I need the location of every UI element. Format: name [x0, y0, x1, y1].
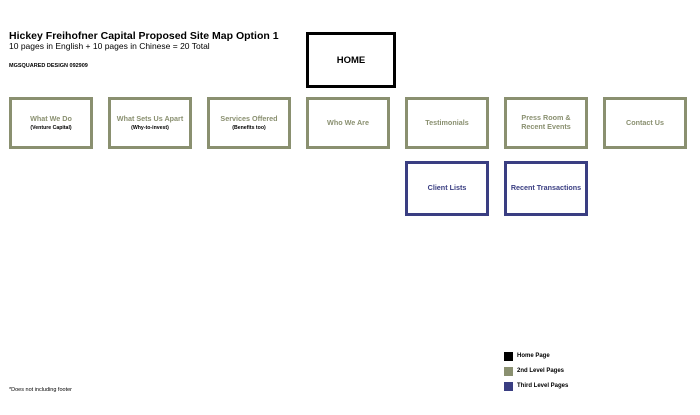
footnote: *Does not including footer	[9, 387, 72, 393]
page-box-title: Recent Transactions	[510, 183, 582, 193]
legend-label-level3: Third Level Pages	[517, 383, 569, 389]
page-box-title: What Sets Us Apart	[116, 114, 184, 124]
page-box-contact-us: Contact Us	[603, 97, 687, 149]
page-box-client-lists: Client Lists	[405, 161, 489, 216]
legend-swatch-level3	[504, 382, 513, 391]
page-box-services-offered: Services Offered (Benefits too)	[207, 97, 291, 149]
page-box-who-we-are: Who We Are	[306, 97, 390, 149]
home-page-box: HOME	[306, 32, 396, 88]
page-box-what-we-do: What We Do (Venture Capital)	[9, 97, 93, 149]
page-box-press-room: Press Room & Recent Events	[504, 97, 588, 149]
page-box-title: Services Offered	[220, 114, 278, 124]
page-box-title: Who We Are	[327, 117, 369, 127]
page-box-title: Contact Us	[626, 117, 664, 127]
page-box-what-sets-us-apart: What Sets Us Apart (Why-to-invest)	[108, 97, 192, 149]
page-box-testimonials: Testimonials	[405, 97, 489, 149]
page-box-recent-transactions: Recent Transactions	[504, 161, 588, 216]
legend-label-level2: 2nd Level Pages	[517, 368, 565, 374]
design-credit: MGSQUARED DESIGN 092909	[9, 63, 88, 69]
legend-swatch-home	[504, 352, 513, 361]
page-box-subtitle: (Why-to-invest)	[131, 124, 169, 131]
sitemap-title: Hickey Freihofner Capital Proposed Site …	[9, 30, 279, 42]
page-box-subtitle: (Venture Capital)	[30, 124, 72, 131]
page-box-subtitle: (Benefits too)	[232, 124, 266, 131]
page-count-subtitle: 10 pages in English + 10 pages in Chines…	[9, 41, 210, 51]
page-box-title: Client Lists	[427, 183, 467, 193]
page-box-title: What We Do	[30, 114, 72, 124]
page-box-title: Testimonials	[425, 117, 469, 127]
page-box-title: Press Room & Recent Events	[521, 113, 571, 131]
legend-swatch-level2	[504, 367, 513, 376]
legend-label-home: Home Page	[517, 353, 550, 359]
home-page-label: HOME	[336, 54, 366, 66]
